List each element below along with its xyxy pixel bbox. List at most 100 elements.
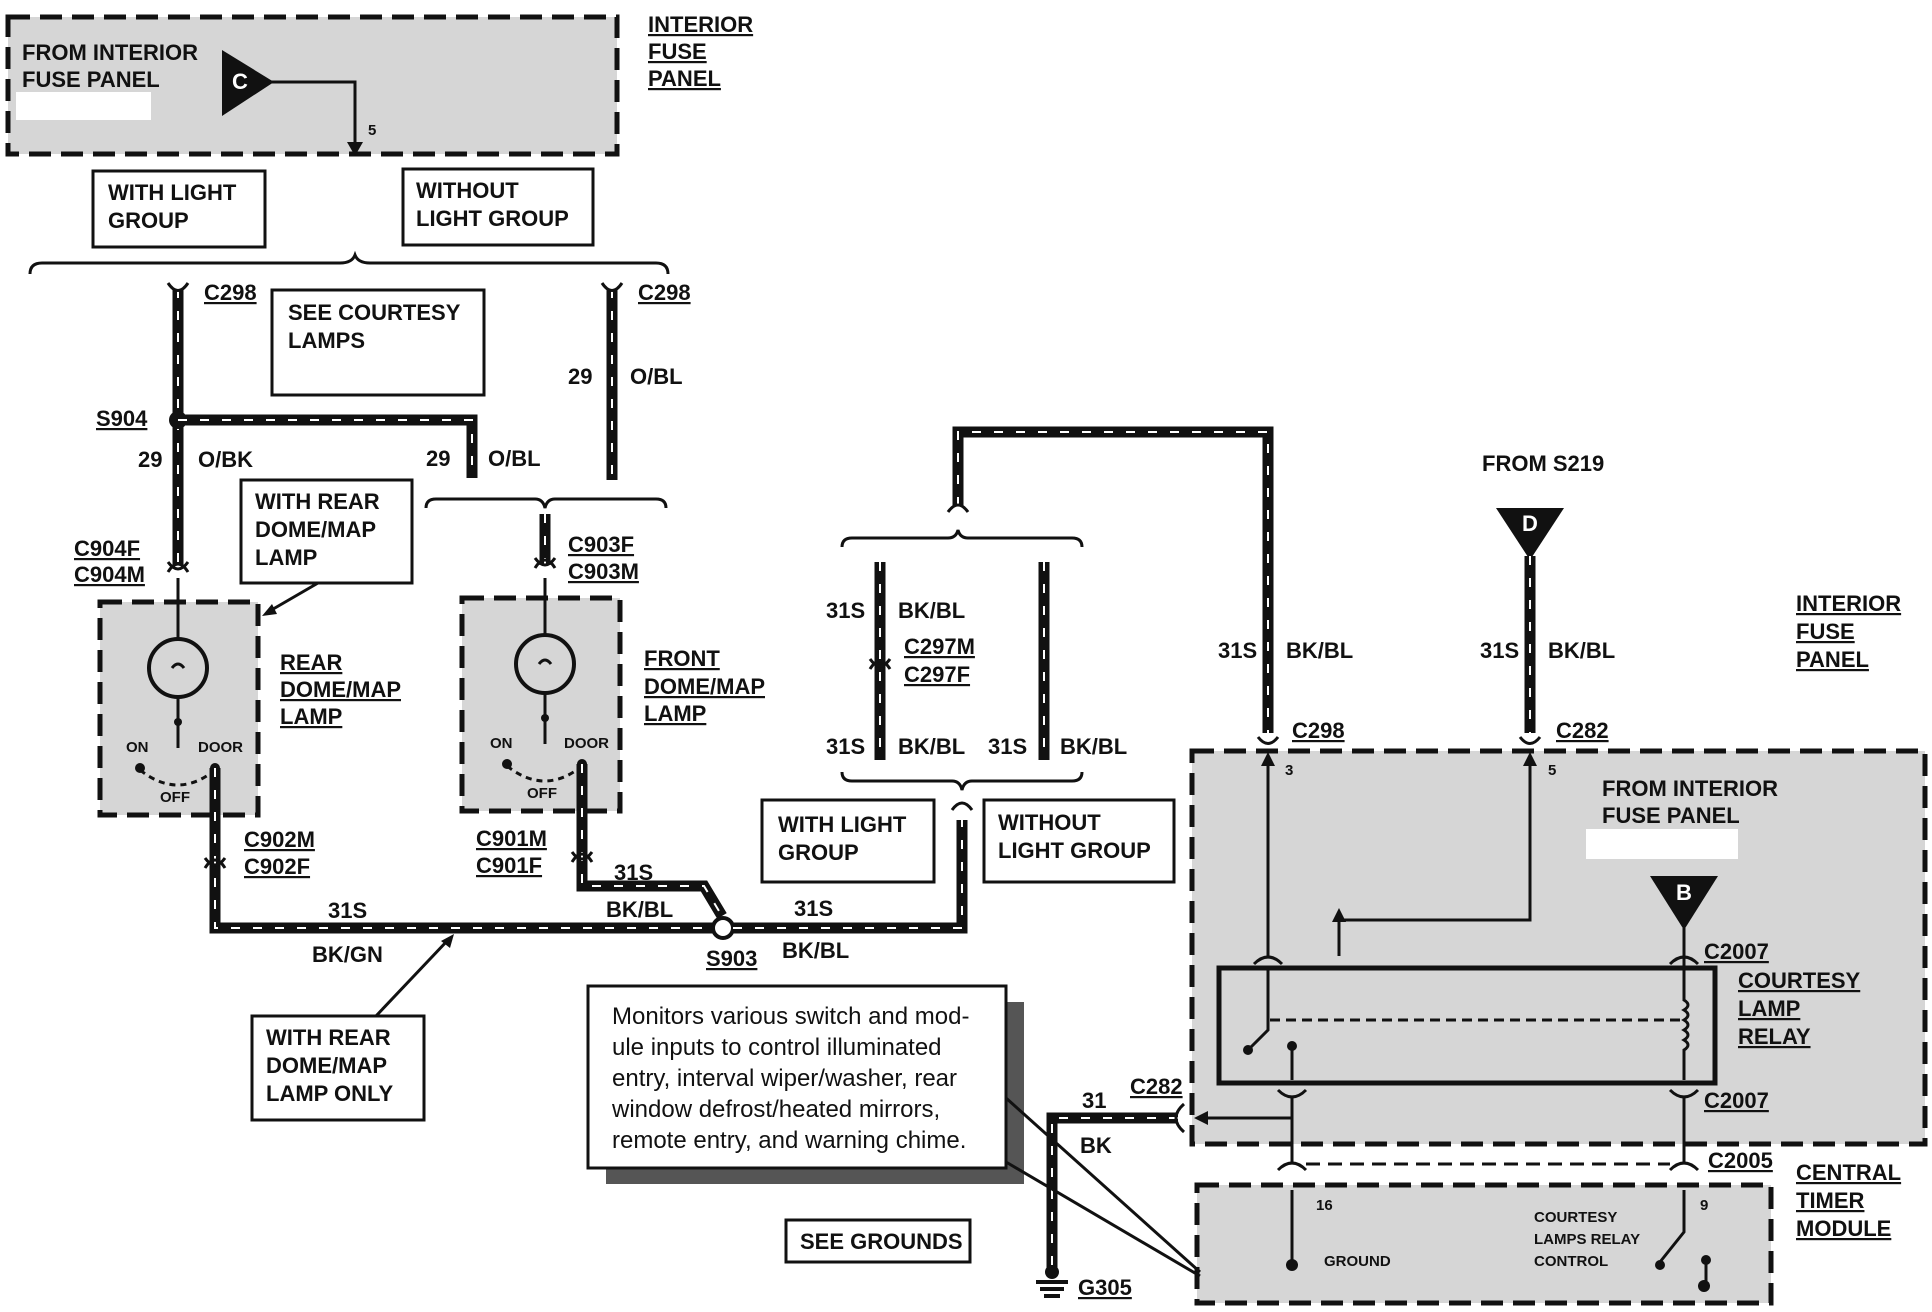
bkgn: BK/GN [312, 942, 383, 967]
c902-connector [203, 857, 227, 869]
interior-fuse-panel-right-1: INTERIOR [1796, 591, 1901, 616]
without-light-group-mid-1: WITHOUT [998, 810, 1101, 835]
c2007-bot-label: C2007 [1704, 1088, 1769, 1113]
front-lamp-brace [424, 497, 668, 509]
ctm-relay-control-3: CONTROL [1534, 1253, 1608, 1270]
bkbl-b: BK/BL [606, 897, 673, 922]
c298-right-label: C298 [1292, 718, 1345, 743]
see-grounds: SEE GROUNDS [800, 1229, 963, 1254]
c904-connector [166, 561, 190, 573]
ctm-relay-lead [1658, 1190, 1686, 1263]
w31s-g: 31S [1218, 638, 1257, 663]
front-lamp-ground-wire [576, 764, 727, 919]
w29-obl-a: 29 [568, 364, 592, 389]
note-box [586, 984, 1008, 1170]
c902m-label: C902M [244, 827, 315, 852]
right-zone-label-1: FROM INTERIOR [1602, 776, 1778, 801]
top-loop-wire [952, 426, 1274, 733]
with-rear-dome-only-pointer-head [441, 934, 454, 948]
light-group-brace-bottom [840, 771, 1084, 791]
see-courtesy-lamps-box [270, 288, 486, 397]
top-fuse-panel-zone [5, 14, 620, 157]
c297f-label: C297F [904, 662, 970, 687]
bk: BK [1080, 1133, 1112, 1158]
with-rear-dome-box [239, 478, 414, 585]
c903-connector [533, 557, 557, 569]
connector-b-letter: B [1676, 880, 1692, 905]
note-pointer-2 [1005, 1160, 1201, 1278]
with-light-group-mid-2: GROUP [778, 840, 859, 865]
ground-wire [1046, 1112, 1178, 1268]
c902f-label: C902F [244, 854, 310, 879]
courtesy-relay-box [1216, 965, 1718, 1086]
see-grounds-box [784, 1218, 972, 1264]
front-switch-off: OFF [527, 785, 557, 802]
interior-fuse-panel-right-3: PANEL [1796, 647, 1869, 672]
c298-mid-cap [600, 282, 624, 292]
front-lamp-label-1: FRONT [644, 646, 720, 671]
connector-d-letter: D [1522, 511, 1538, 536]
bkbl-g: BK/BL [1286, 638, 1353, 663]
s903-to-light-group-wire [733, 820, 968, 934]
c298-right-cap [1256, 736, 1280, 745]
w31s-a: 31S [328, 898, 367, 923]
obl-b: O/BL [488, 446, 541, 471]
light-group-bottom-cap [950, 801, 974, 811]
relay-out-arrow [1194, 1111, 1208, 1125]
c282-right-label: C282 [1556, 718, 1609, 743]
relay-out-to-c282 [1200, 1096, 1294, 1162]
without-light-group-mid-2: LIGHT GROUP [998, 838, 1151, 863]
courtesy-relay-label-3: RELAY [1738, 1024, 1811, 1049]
s903-label: S903 [706, 946, 757, 971]
right-zone-label-2: FUSE PANEL [1602, 803, 1740, 828]
note-line-5: remote entry, and warning chime. [612, 1127, 966, 1154]
c903f-label: C903F [568, 532, 634, 557]
ctm-switch-contact-a [1655, 1260, 1665, 1270]
top-pin-5: 5 [368, 122, 376, 139]
fuse-link-arrow [1332, 908, 1346, 922]
ground-symbol [1036, 1265, 1068, 1298]
rear-lamp-label-1: REAR [280, 650, 342, 675]
relay-coil [1681, 970, 1690, 1080]
rear-switch-on: ON [126, 739, 149, 756]
w29-obk: 29 [138, 447, 162, 472]
without-light-group-top-1: WITHOUT [416, 178, 519, 203]
connector-c-symbol [222, 50, 274, 116]
top-brace [28, 250, 670, 275]
fuse-5-arrow [1523, 752, 1537, 766]
w31s-d: 31S [826, 598, 865, 623]
connector-c-letter: C [232, 69, 248, 94]
see-courtesy-lamps-2: LAMPS [288, 328, 365, 353]
rear-switch-door: DOOR [198, 739, 243, 756]
with-light-group-mid-1: WITH LIGHT [778, 812, 907, 837]
s904-label: S904 [96, 406, 148, 431]
rear-lamp-label-2: DOME/MAP [280, 677, 401, 702]
c298-left-label: C298 [204, 280, 257, 305]
front-lamp-label-3: LAMP [644, 701, 706, 726]
c2005-label: C2005 [1708, 1148, 1773, 1173]
without-light-group-top-2: LIGHT GROUP [416, 206, 569, 231]
ctm-ground-label: GROUND [1324, 1253, 1391, 1270]
with-rear-dome-2: DOME/MAP [255, 517, 376, 542]
w31s-h: 31S [1480, 638, 1519, 663]
with-light-group-top-2: GROUP [108, 208, 189, 233]
obl-a: O/BL [630, 364, 683, 389]
with-rear-dome-3: LAMP [255, 545, 317, 570]
top-blank-patch [16, 92, 151, 120]
without-light-group-top-box [401, 167, 595, 247]
right-blank-patch [1586, 829, 1738, 859]
front-lamp-symbol [502, 578, 587, 783]
c282-right-cap [1518, 736, 1542, 745]
with-rear-dome-pointer [267, 581, 319, 614]
c297m-label: C297M [904, 634, 975, 659]
w31s-c: 31S [794, 896, 833, 921]
note-line-2: ule inputs to control illuminated [612, 1034, 942, 1061]
c298-left-cap [166, 282, 190, 292]
ctm-relay-control-2: LAMPS RELAY [1534, 1231, 1640, 1248]
w31: 31 [1082, 1088, 1106, 1113]
c2007-top-label: C2007 [1704, 939, 1769, 964]
with-light-group-top-1: WITH LIGHT [108, 180, 237, 205]
see-courtesy-lamps-1: SEE COURTESY [288, 300, 461, 325]
light-group-brace-top [840, 529, 1084, 548]
